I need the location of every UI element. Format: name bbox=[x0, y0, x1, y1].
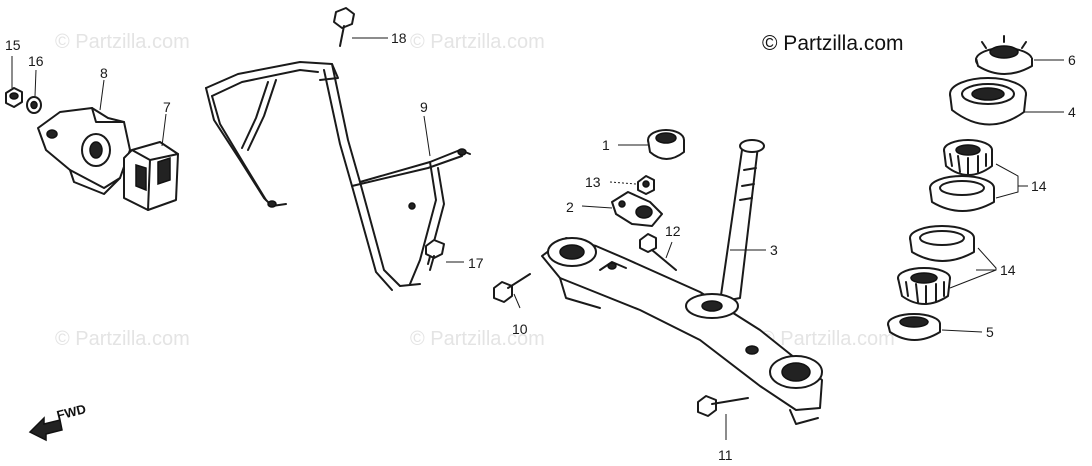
part-12-bolt[interactable] bbox=[639, 233, 677, 271]
callout-18: 18 bbox=[391, 30, 407, 46]
callout-7: 7 bbox=[163, 99, 171, 115]
part-2-clamp[interactable] bbox=[611, 191, 663, 227]
watermark: © Partzilla.com bbox=[55, 31, 190, 53]
callout-10: 10 bbox=[512, 321, 528, 337]
callout-8: 8 bbox=[100, 65, 108, 81]
part-17-bolt[interactable] bbox=[425, 239, 445, 271]
callout-12: 12 bbox=[665, 223, 681, 239]
part-8-bracket[interactable] bbox=[37, 107, 131, 195]
callout-15: 15 bbox=[5, 37, 21, 53]
watermark: © Partzilla.com bbox=[410, 328, 545, 350]
callout-2: 2 bbox=[566, 199, 574, 215]
callout-5: 5 bbox=[986, 324, 994, 340]
part-10-bolt[interactable] bbox=[493, 273, 531, 303]
part-9-frame-stay[interactable] bbox=[205, 61, 471, 291]
part-15-nut[interactable] bbox=[5, 87, 23, 108]
part-14-lower-bearing[interactable] bbox=[897, 225, 975, 305]
callout-14-upper: 14 bbox=[1031, 178, 1047, 194]
part-1-grommet[interactable] bbox=[647, 129, 685, 160]
watermark: © Partzilla.com bbox=[55, 328, 190, 350]
callout-labels: 15 16 8 7 9 18 17 10 1 13 2 12 3 11 6 4 … bbox=[5, 30, 1076, 463]
callout-6: 6 bbox=[1068, 52, 1076, 68]
callout-3: 3 bbox=[770, 242, 778, 258]
watermark: © Partzilla.com bbox=[410, 31, 545, 53]
leader-lines bbox=[11, 37, 1064, 440]
callout-14-lower: 14 bbox=[1000, 262, 1016, 278]
part-16-washer[interactable] bbox=[26, 96, 42, 114]
part-6-adjusting-nut[interactable] bbox=[975, 35, 1033, 75]
callout-4: 4 bbox=[1068, 104, 1076, 120]
fwd-arrow-icon bbox=[28, 416, 63, 442]
part-7-rubber-block[interactable] bbox=[123, 141, 179, 211]
callout-13: 13 bbox=[585, 174, 601, 190]
callout-16: 16 bbox=[28, 53, 44, 69]
part-14-upper-bearing[interactable] bbox=[929, 139, 995, 212]
callout-17: 17 bbox=[468, 255, 484, 271]
fwd-direction-indicator: FWD bbox=[28, 401, 87, 442]
fwd-label: FWD bbox=[55, 401, 87, 423]
part-13-nut[interactable] bbox=[637, 175, 655, 195]
part-18-bolt[interactable] bbox=[333, 7, 355, 47]
callout-11: 11 bbox=[718, 447, 733, 463]
part-11-bolt[interactable] bbox=[697, 395, 749, 417]
callout-1: 1 bbox=[602, 137, 610, 153]
copyright-text: © Partzilla.com bbox=[762, 32, 904, 55]
part-3-steering-stem[interactable] bbox=[541, 139, 823, 425]
watermark: © Partzilla.com bbox=[760, 328, 895, 350]
part-5-dust-seal[interactable] bbox=[887, 313, 941, 341]
callout-9: 9 bbox=[420, 99, 428, 115]
part-4-bearing-cap[interactable] bbox=[949, 77, 1027, 126]
